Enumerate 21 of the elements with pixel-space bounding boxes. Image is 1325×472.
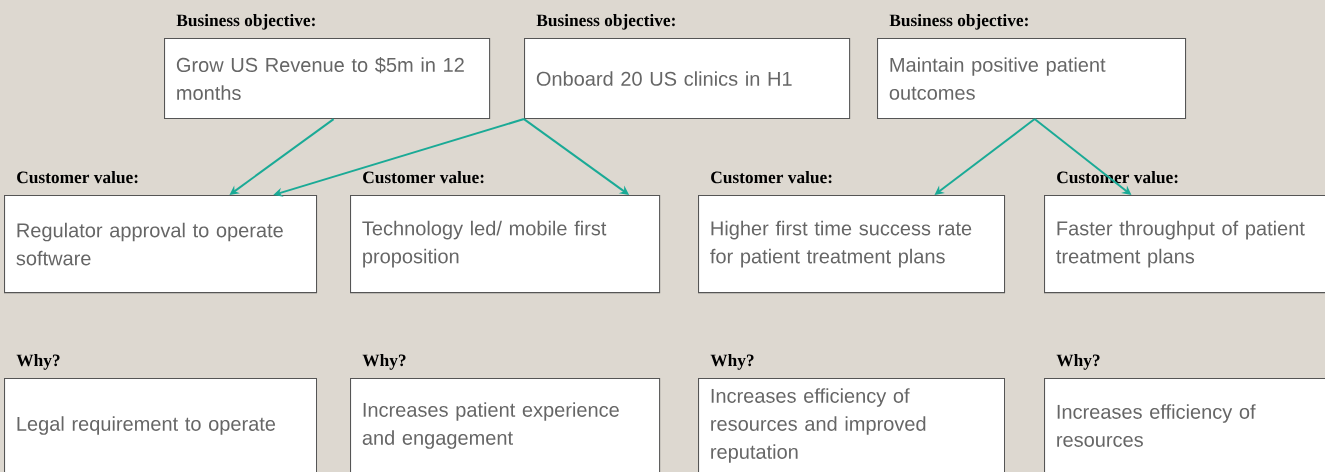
section-heading: Business objective:	[889, 14, 1028, 30]
text-box: Increases efficiency of resources and improved reputation	[698, 378, 1006, 472]
text-box: Regulator approval to operate software	[4, 195, 318, 294]
text-box: Increases patient experience and engagement	[350, 378, 661, 472]
text-box: Increases efficiency of resources	[1044, 378, 1325, 472]
section-heading: Why?	[362, 354, 406, 370]
text-box: Legal requirement to operate	[4, 378, 318, 472]
text-box: Onboard 20 US clinics in H1	[524, 38, 851, 120]
section-heading: Customer value:	[363, 171, 484, 184]
section-heading: Why?	[710, 354, 754, 370]
section-heading: Business objective:	[176, 14, 315, 30]
section-heading: Business objective:	[536, 14, 675, 30]
section-heading: Why?	[16, 354, 60, 370]
text-box: Higher first time success rate for patient treatment plans	[698, 195, 1006, 294]
section-heading: Customer value:	[711, 171, 832, 184]
text-box: Faster throughput of patient treatment plans	[1044, 195, 1325, 294]
text-box: Grow US Revenue to $5m in 12 months	[164, 38, 491, 120]
section-heading: Customer value:	[17, 171, 138, 184]
text-box: Maintain positive patient outcomes	[877, 38, 1187, 120]
text-box: Technology led/ mobile first proposition	[350, 195, 661, 294]
section-heading: Why?	[1056, 354, 1100, 370]
